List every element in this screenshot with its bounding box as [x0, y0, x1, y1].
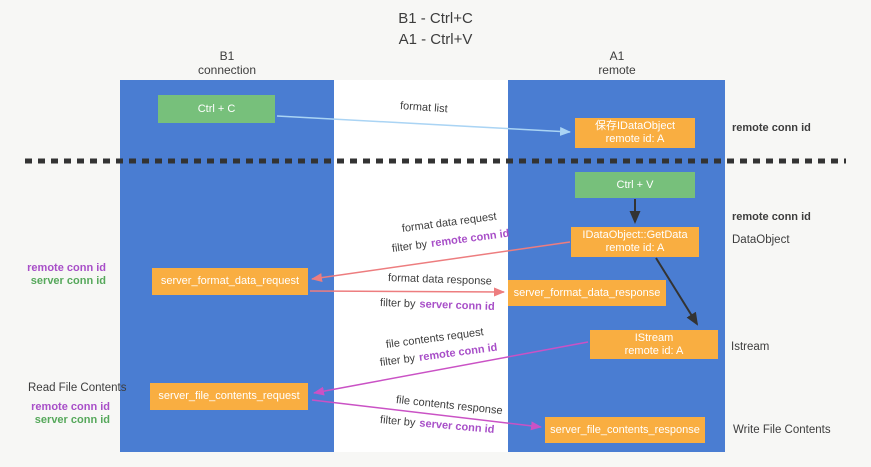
istream-line1: IStream	[634, 331, 674, 344]
save-idataobject-box: 保存IDataObject remote id: A	[575, 118, 695, 148]
ctrl-v-box: Ctrl + V	[575, 172, 695, 198]
istream-line2: remote id: A	[624, 344, 684, 357]
filter-by-text: filter by	[379, 414, 416, 430]
right-column-role: remote	[598, 63, 636, 77]
getdata-line2: remote id: A	[605, 242, 665, 254]
server-format-data-response-box: server_format_data_response	[508, 280, 666, 306]
right-remote-conn-id-mid-label: remote conn id	[732, 211, 811, 223]
dataobject-label: DataObject	[732, 234, 790, 246]
filter-by-text: filter by	[379, 297, 416, 311]
left-column-header: B1 connection	[152, 49, 302, 77]
server-conn-id-key: server conn id	[419, 298, 495, 314]
server-file-contents-request-box: server_file_contents_request	[150, 383, 308, 410]
left-column-name: B1	[219, 49, 235, 63]
write-file-contents-label: Write File Contents	[733, 424, 831, 436]
server-format-data-request-label: server_format_data_request	[160, 275, 300, 287]
left-conn-id-top-labels: remote conn id server conn id	[22, 262, 106, 288]
server-format-data-request-box: server_format_data_request	[152, 268, 308, 295]
read-file-contents-label: Read File Contents	[28, 382, 127, 394]
save-idataobject-line1: 保存IDataObject	[594, 120, 676, 132]
server-file-contents-response-box: server_file_contents_response	[545, 417, 705, 443]
left-server-conn-id-top-label: server conn id	[30, 275, 106, 287]
getdata-line1: IDataObject::GetData	[582, 229, 688, 241]
left-remote-conn-id-bottom-label: remote conn id	[31, 401, 110, 413]
server-file-contents-response-label: server_file_contents_response	[550, 423, 700, 436]
save-idataobject-line2: remote id: A	[605, 133, 665, 145]
ctrl-c-label: Ctrl + C	[197, 102, 236, 115]
page-title: B1 - Ctrl+C A1 - Ctrl+V	[0, 8, 871, 50]
server-format-data-response-label: server_format_data_response	[513, 286, 661, 299]
ctrl-c-box: Ctrl + C	[158, 95, 275, 123]
left-conn-id-bottom-labels: remote conn id server conn id	[26, 401, 110, 427]
right-column-name: A1	[609, 49, 625, 63]
title-line-1: B1 - Ctrl+C	[398, 10, 473, 27]
left-remote-conn-id-top-label: remote conn id	[27, 262, 106, 274]
left-server-conn-id-bottom-label: server conn id	[34, 414, 110, 426]
istream-box: IStream remote id: A	[590, 330, 718, 359]
idataobject-getdata-box: IDataObject::GetData remote id: A	[571, 227, 699, 257]
title-line-2: A1 - Ctrl+V	[398, 31, 473, 48]
right-remote-conn-id-top-label: remote conn id	[732, 122, 811, 134]
left-column-role: connection	[197, 63, 257, 77]
right-column-header: A1 remote	[542, 49, 692, 77]
ctrl-v-label: Ctrl + V	[616, 178, 654, 191]
server-file-contents-request-label: server_file_contents_request	[158, 390, 300, 402]
istream-side-label: Istream	[731, 341, 770, 353]
